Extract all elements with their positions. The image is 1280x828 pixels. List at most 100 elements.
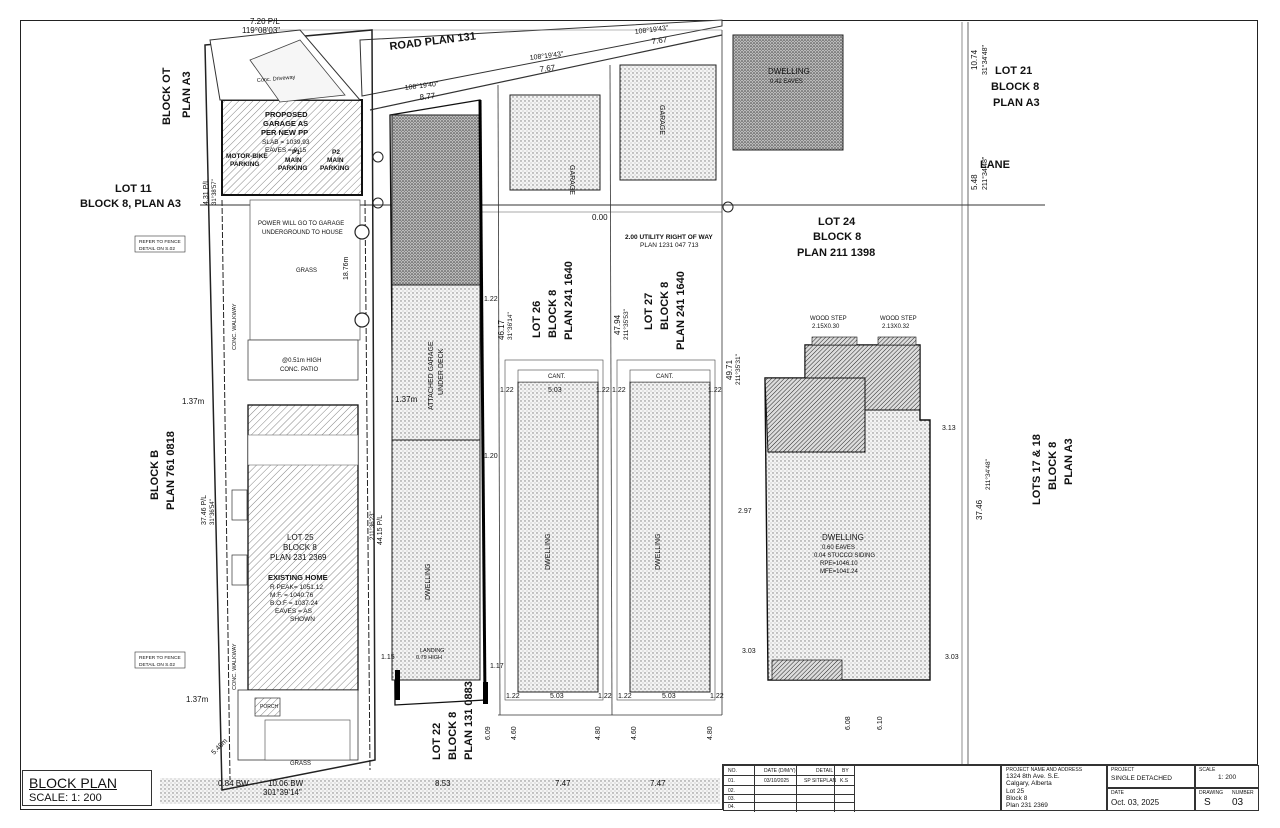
bearing-119: 119°08'03" (242, 26, 280, 35)
lot24-plan: PLAN 211 1398 (797, 247, 875, 259)
motorbike-text: MOTOR-BIKE (226, 153, 268, 160)
block-ot-label: BLOCK OT (161, 67, 173, 125)
dim-503a: 5.03 (548, 387, 562, 394)
p2-text: P2 (332, 149, 340, 156)
lot25-block: BLOCK 8 (283, 543, 317, 552)
bof-text: B.O.F = 1037.24 (270, 600, 318, 607)
sheet-cell: DRAWING NUMBER S 03 (1195, 788, 1259, 811)
dim-480a: 4.80 (595, 726, 602, 740)
bearing-211e: 211°34'48" (984, 458, 992, 490)
address-block: Block 8 (1006, 795, 1028, 802)
dim-877: 8.77 (419, 91, 436, 102)
bearing-31b: 31°36'54" (210, 499, 216, 525)
wood-step-1: WOOD STEP (810, 316, 847, 322)
project-cell: PROJECT SINGLE DETACHED (1107, 765, 1195, 788)
dim-460b: 4.60 (631, 726, 638, 740)
proposed-text3: PER NEW PP (261, 128, 308, 137)
dim-3746: 37.46 P/L (201, 495, 208, 525)
lot25-plan: PLAN 231 2369 (270, 553, 327, 562)
lot27-cant: CANT. (656, 374, 674, 380)
p2-parking-text: PARKING (320, 165, 350, 172)
rev-row4-no: 04. (728, 804, 735, 810)
lot27-dwelling-text: DWELLING (655, 533, 662, 570)
dim-503b: 5.03 (550, 693, 564, 700)
eaves-text: EAVES = 0.15 (265, 147, 307, 154)
dim-853: 8.53 (435, 779, 451, 788)
dim-4971: 49.71 (725, 359, 734, 380)
dim-122a: 1.22 (500, 387, 514, 394)
lot21-block: BLOCK 8 (991, 81, 1039, 93)
grass-text: GRASS (296, 268, 317, 274)
lot24-top-eaves-text: 0.42 EAVES (770, 79, 803, 85)
dim-431: 4.31 P/L (203, 179, 210, 205)
patio-high-text: @0.51m HIGH (282, 358, 321, 364)
shown-text: SHOWN (290, 616, 315, 623)
project-hdr: PROJECT (1111, 767, 1135, 773)
bearing-31a: 31°38'57" (212, 179, 218, 205)
landing-text: LANDING (420, 648, 444, 654)
dim-303b: 3.03 (945, 654, 959, 661)
dim-747a: 7.47 (555, 779, 571, 788)
dim-117: 1.17 (490, 663, 504, 670)
rev-no-hdr: NO. (728, 768, 737, 774)
rev-detail-hdr: DETAIL (816, 768, 834, 774)
rev-by-hdr: BY (842, 768, 849, 774)
dim-084: 0.84 BW (218, 779, 249, 788)
patio-text: CONC. PATIO (280, 367, 318, 373)
slab-text: SLAB = 1039.93 (262, 139, 310, 146)
lot24-top-dwelling-text: DWELLING (768, 67, 810, 76)
lot24-mfe-text: MFE=1041.24 (820, 569, 859, 575)
lot11-label: LOT 11 (115, 183, 152, 195)
dim-1876: 18.76m (343, 256, 350, 280)
wood-step-2-dim: 2.13X0.32 (882, 324, 910, 330)
bearing-211d: 211°35'31" (734, 353, 742, 385)
lot24-rpe-text: RPE=1046.10 (820, 561, 858, 567)
dim-4617: 46.17 (497, 319, 506, 340)
conc-patio (247, 339, 359, 381)
dim-122b: 1.22 (596, 387, 610, 394)
landing-high-text: 0.79 HIGH (416, 655, 442, 661)
lot21-label: LOT 21 (995, 65, 1032, 77)
dim-3746b: 37.46 (975, 499, 984, 520)
lot25-boundary (204, 29, 376, 791)
lot26-plan: PLAN 241 1640 (563, 261, 575, 340)
rev-row1-detail: SP SITEPLAN (804, 778, 837, 784)
wood-step-2: WOOD STEP (880, 316, 917, 322)
dim-000: 0.00 (592, 213, 608, 222)
sheet-number: 03 (1232, 797, 1244, 808)
refer-fence-1: REFER TO FENCE (139, 239, 181, 245)
walkway-text-2: CONC. WALKWAY (232, 643, 238, 690)
dim-548b: 5.48m (210, 738, 229, 757)
date-cell: DATE Oct. 03, 2025 (1107, 788, 1195, 811)
dim-1074: 10.74 (970, 49, 979, 70)
scale-cell: SCALE 1: 200 (1195, 765, 1259, 788)
dim-137a: 1.37m (182, 397, 205, 406)
lot27-label: LOT 27 (643, 293, 655, 330)
dim-137b: 1.37m (395, 395, 418, 404)
bearing-31: 31°34'48" (981, 45, 989, 75)
underground-text: UNDERGROUND TO HOUSE (262, 230, 343, 236)
bearing-211c: 211°35'53" (622, 308, 630, 340)
lot24-dwelling-text: DWELLING (822, 533, 864, 542)
rev-row1-date: 03/10/2025 (764, 778, 790, 784)
dim-767a: 7.67 (539, 63, 556, 74)
lot25-label: LOT 25 (287, 533, 314, 542)
attached-garage (391, 284, 481, 441)
address-plan: Plan 231 2369 (1006, 802, 1048, 809)
lot24-label: LOT 24 (818, 216, 856, 228)
dim-4415: 44.15 P/L (377, 515, 384, 545)
dim-767b: 7.67 (651, 35, 668, 46)
p1-parking-text: PARKING (278, 165, 308, 172)
dim-120: 1.20 (484, 453, 498, 460)
lot24-top-dwelling (732, 34, 844, 151)
grass-text-2: GRASS (290, 761, 311, 767)
lot26-garage-text: GARAGE (568, 165, 575, 195)
address-line2: Calgary, Alberta (1006, 780, 1052, 787)
revision-table: NO. DATE (D/M/Y) DETAIL BY 01. 03/10/202… (723, 765, 1001, 812)
rev-row1-no: 01. (728, 778, 735, 784)
dim-503c: 5.03 (662, 693, 676, 700)
dim-610: 6.10 (877, 716, 884, 730)
porch-text: PORCH (260, 704, 278, 710)
rev-row2-no: 02. (728, 788, 735, 794)
